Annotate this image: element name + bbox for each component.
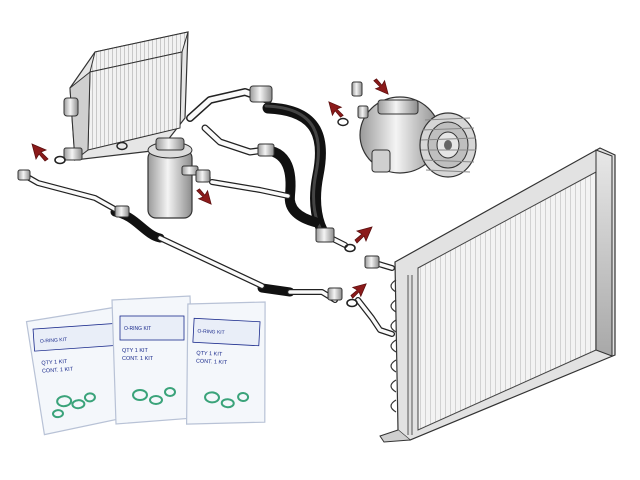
kit-qty: QTY 1 KIT (41, 359, 68, 367)
o-ring (337, 117, 349, 127)
compressor-fitting (351, 81, 363, 97)
kit-bag: O-RING KIT QTY 1 KIT CONT. 1 KIT (111, 295, 195, 425)
kit-qty: QTY 1 KIT (122, 348, 149, 354)
svg-text:O-RING KIT: O-RING KIT (40, 337, 68, 345)
svg-text:O-RING KIT: O-RING KIT (197, 329, 225, 336)
line-fittings (17, 85, 380, 301)
condenser-tubes (390, 275, 413, 435)
o-ring-kits: O-RING KIT QTY 1 KIT CONT. 1 KIT O-RING … (25, 295, 266, 436)
marker-arrow (31, 143, 49, 162)
receiver-drier (147, 137, 211, 219)
evaporator (63, 31, 189, 161)
marker-arrow (354, 226, 373, 244)
o-ring-set (204, 391, 250, 409)
kit-cont: CONT. 1 KIT (196, 358, 228, 366)
marked-o-rings (54, 155, 358, 308)
svg-text:O-RING KIT: O-RING KIT (124, 326, 151, 332)
marker-arrow (350, 283, 367, 299)
marker-arrow (196, 188, 212, 205)
o-ring (116, 141, 128, 151)
kit-cont: CONT. 1 KIT (42, 366, 74, 374)
marker-arrow (328, 101, 344, 118)
o-ring-set (132, 387, 176, 405)
kit-cont: CONT. 1 KIT (122, 356, 154, 362)
kit-bag: O-RING KIT QTY 1 KIT CONT. 1 KIT (25, 306, 131, 436)
compressor (337, 81, 477, 178)
kit-qty: QTY 1 KIT (196, 350, 223, 357)
condenser (379, 147, 616, 443)
marker-arrow (373, 78, 389, 95)
o-ring-set (51, 392, 96, 419)
kit-bag: O-RING KIT QTY 1 KIT CONT. 1 KIT (185, 301, 266, 425)
